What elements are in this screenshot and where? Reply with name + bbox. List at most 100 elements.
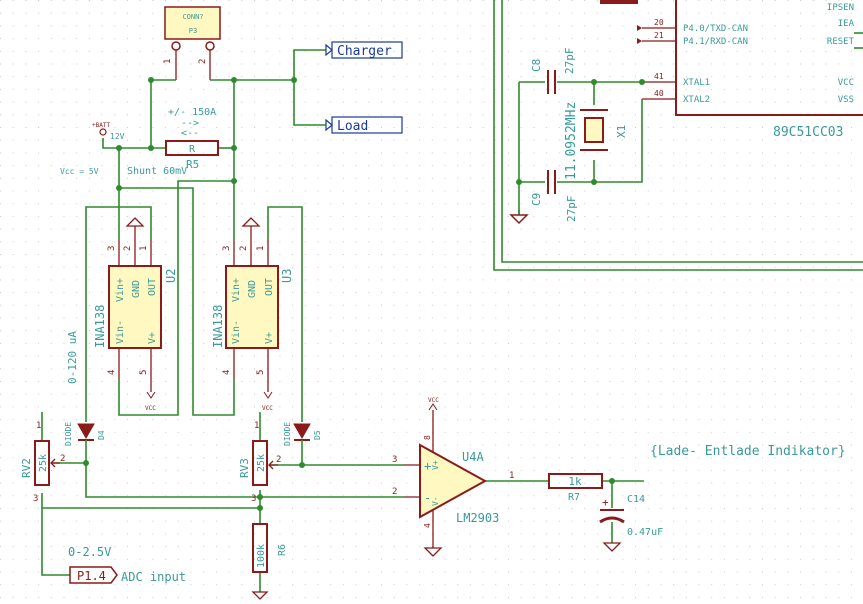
mcu-pin-40-name: XTAL2 bbox=[683, 95, 710, 105]
x1-ref: X1 bbox=[615, 125, 628, 138]
mcu-pin-20: 20 P4.0/TXD-CAN bbox=[642, 18, 748, 34]
potentiometer-rv3[interactable]: 25k RV3 1 2 3 bbox=[238, 421, 281, 504]
connector-p3[interactable]: CONN? P3 1 2 bbox=[163, 6, 221, 80]
c14-plus: + bbox=[602, 496, 609, 509]
u3-pin1: 1 bbox=[256, 246, 266, 251]
u3-vin-plus: Vin+ bbox=[231, 278, 242, 302]
c14-value: 0.47uF bbox=[627, 527, 663, 538]
range-note: 0-120 uA bbox=[66, 331, 79, 384]
u2-pin5: 5 bbox=[139, 370, 149, 375]
mcu-pin-41: 41 XTAL1 bbox=[642, 72, 710, 88]
net-label-charger[interactable]: Charger bbox=[325, 41, 403, 59]
net-label-load[interactable]: Load bbox=[325, 116, 403, 134]
load-label: Load bbox=[337, 119, 368, 134]
u4-vplus: V+ bbox=[431, 460, 440, 470]
rv3-ref: RV3 bbox=[238, 458, 251, 478]
adc-input-note: ADC input bbox=[121, 570, 186, 584]
r6-ref: R6 bbox=[277, 544, 288, 556]
u2-vcc: VCC bbox=[145, 405, 156, 412]
r7-ref: R7 bbox=[568, 492, 580, 503]
mcu-pin-21-name: P4.1/RXD-CAN bbox=[683, 37, 748, 47]
vcc-note: Vcc = 5V bbox=[60, 167, 99, 176]
potentiometer-rv2[interactable]: 25k RV2 1 2 3 bbox=[20, 421, 65, 504]
ina138-u2[interactable]: 3 2 1 4 5 Vin+ GND OUT Vin- V+ INA138 U2… bbox=[93, 217, 178, 412]
u2-vplus: V+ bbox=[147, 332, 158, 344]
u4-part: LM2903 bbox=[456, 511, 499, 525]
comparator-u4a[interactable]: + - V+ V- 3 2 1 8 4 U4A LM2903 VCC bbox=[392, 397, 514, 557]
rv2-pin1: 1 bbox=[36, 421, 41, 431]
mcu-pin-41-num: 41 bbox=[654, 72, 664, 81]
p4-pins-arrows bbox=[637, 25, 642, 44]
rv3-pin1: 1 bbox=[254, 421, 259, 431]
u2-pin4: 4 bbox=[107, 370, 117, 375]
ina138-u3[interactable]: 3 2 1 4 5 Vin+ GND OUT Vin- V+ INA138 U3… bbox=[211, 217, 294, 412]
u2-pin3: 3 bbox=[107, 246, 117, 251]
u3-out: OUT bbox=[264, 278, 275, 296]
mcu-pin-20-name: P4.0/TXD-CAN bbox=[683, 24, 748, 34]
c14-ref: C14 bbox=[627, 494, 645, 505]
mcu-pin-20-num: 20 bbox=[654, 18, 664, 27]
u3-vin-minus: Vin- bbox=[231, 320, 242, 344]
mcu-pin-40: 40 XTAL2 bbox=[642, 89, 710, 105]
capacitor-c9[interactable]: C9 27pF bbox=[530, 170, 578, 222]
c9-value: 27pF bbox=[565, 196, 578, 223]
shunt-arrow-left: <-- bbox=[181, 128, 199, 139]
shunt-resistor-r5[interactable]: R R5 +/- 150A --> <-- Shunt 60mV bbox=[127, 107, 219, 177]
u3-part: INA138 bbox=[211, 305, 225, 348]
p3-ref: P3 bbox=[189, 27, 197, 35]
shunt-current-note: +/- 150A bbox=[168, 107, 216, 118]
u3-gnd: GND bbox=[247, 280, 258, 298]
d5-ref: D5 bbox=[313, 430, 322, 440]
d4-type: DIODE bbox=[64, 422, 73, 446]
u4-plus-sign: + bbox=[424, 459, 431, 473]
crystal-wires bbox=[516, 79, 645, 215]
shunt-arrow-right: --> bbox=[181, 118, 199, 129]
u2-ref: U2 bbox=[164, 269, 178, 283]
u3-pin2: 2 bbox=[239, 246, 249, 251]
mcu-pin-41-name: XTAL1 bbox=[683, 78, 710, 88]
r7-value: 1k bbox=[568, 475, 582, 488]
capacitor-c8[interactable]: C8 27pF bbox=[530, 48, 576, 95]
u3-ref: U3 bbox=[280, 269, 294, 283]
c8-value: 27pF bbox=[563, 48, 576, 75]
r5-value: R bbox=[189, 144, 196, 155]
u2-gnd: GND bbox=[131, 280, 142, 298]
rv2-ref: RV2 bbox=[20, 458, 33, 478]
c8-ref: C8 bbox=[530, 59, 543, 72]
mcu-pin-21-num: 21 bbox=[654, 31, 664, 40]
u2-part: INA138 bbox=[93, 305, 107, 348]
u2-vin-minus: Vin- bbox=[115, 320, 126, 344]
rv2-pin3: 3 bbox=[33, 494, 38, 504]
p3-pin2: 2 bbox=[198, 59, 208, 64]
mcu-89c51cc03[interactable]: 20 P4.0/TXD-CAN 21 P4.1/RXD-CAN 41 XTAL1… bbox=[642, 0, 863, 140]
u4-pin3: 3 bbox=[392, 455, 397, 465]
mcu-pin-reset: RESET bbox=[827, 37, 855, 47]
adc-pin-label: P1.4 bbox=[77, 569, 106, 583]
x1-frequency: 11.0952MHz bbox=[564, 102, 579, 180]
r5-ref: R5 bbox=[186, 158, 199, 171]
mcu-pin-40-num: 40 bbox=[654, 89, 664, 98]
mcu-pin-iea: IEA bbox=[838, 19, 855, 29]
c9-ref: C9 bbox=[530, 193, 543, 206]
shunt-note: Shunt 60mV bbox=[127, 166, 187, 177]
d5-type: DIODE bbox=[283, 422, 292, 446]
crystal-x1[interactable]: 11.0952MHz X1 bbox=[564, 102, 628, 180]
rv2-pin2: 2 bbox=[60, 454, 65, 464]
u4-pin2: 2 bbox=[392, 487, 397, 497]
resistor-r7[interactable]: 1k R7 bbox=[548, 473, 603, 503]
mcu-pin-vss: VSS bbox=[838, 95, 854, 105]
u4-pin1: 1 bbox=[509, 471, 514, 481]
capacitor-c14[interactable]: + C14 0.47uF bbox=[599, 494, 663, 552]
mcu-pin-stubs bbox=[600, 0, 863, 49]
p3-pin1: 1 bbox=[163, 59, 173, 64]
hier-label-p14[interactable]: P1.4 ADC input bbox=[69, 566, 186, 584]
resistor-r6[interactable]: 100k R6 bbox=[251, 523, 288, 600]
batt-label: +BATT bbox=[92, 122, 110, 129]
u2-pin1: 1 bbox=[139, 246, 149, 251]
u3-vplus: V+ bbox=[264, 332, 275, 344]
r6-value: 100k bbox=[256, 544, 267, 568]
mcu-pin-vcc: VCC bbox=[838, 78, 854, 88]
u2-pin2: 2 bbox=[123, 246, 133, 251]
